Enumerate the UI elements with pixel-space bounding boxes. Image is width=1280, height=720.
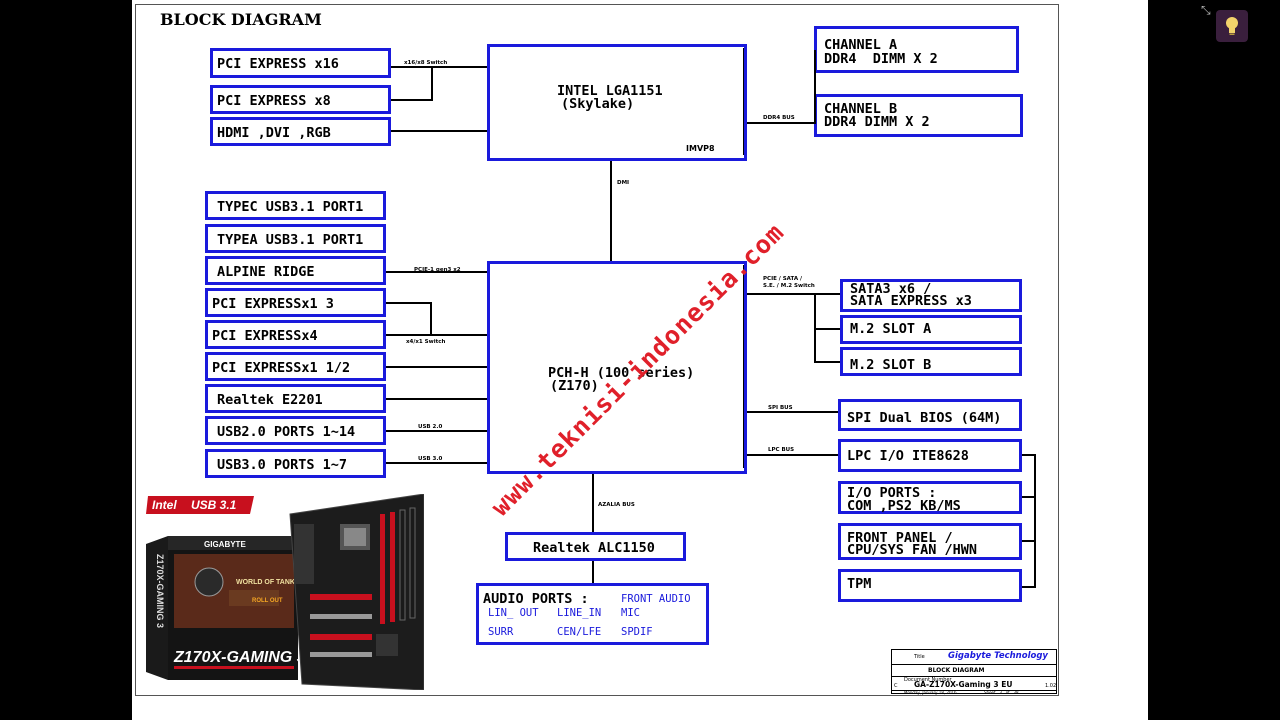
pch-name: PCH-H (100 series) bbox=[548, 365, 695, 381]
sata-box: SATA3 x6 / SATA EXPRESS x3 bbox=[840, 279, 1022, 312]
realtek-lan-box: Realtek E2201 bbox=[205, 384, 386, 413]
product-box-illustration: Intel USB 3.1 GIGABYTE WORLD OF TANKS RO… bbox=[146, 493, 425, 691]
tpm-box: TPM bbox=[838, 569, 1022, 602]
box-model-text: Z170X-GAMING 3 bbox=[173, 649, 306, 666]
lightbulb-icon bbox=[1226, 17, 1238, 35]
model-number: GA-Z170X-Gaming 3 EU bbox=[914, 680, 1013, 689]
cpu-vr-label: IMVP8 bbox=[686, 144, 715, 153]
pch-block: PCH-H (100 series) (Z170) bbox=[487, 261, 747, 474]
box-brand-text: GIGABYTE bbox=[204, 540, 246, 549]
sata-switch-label-1: PCIE / SATA / bbox=[763, 276, 803, 282]
alpine-ridge-box: ALPINE RIDGE bbox=[205, 256, 386, 285]
channel-a-box: CHANNEL A DDR4 DIMM X 2 bbox=[814, 26, 1019, 73]
channel-b-box: CHANNEL B DDR4 DIMM X 2 bbox=[814, 94, 1023, 137]
x16x8-switch-label: x16/x8 Switch bbox=[404, 60, 448, 66]
pcie-x1-3-box: PCI EXPRESSx1 3 bbox=[205, 288, 386, 317]
usb2-ports-box: USB2.0 PORTS 1~14 bbox=[205, 416, 386, 445]
cpu-name: INTEL LGA1151 bbox=[557, 83, 663, 99]
title-key: Title bbox=[914, 654, 925, 660]
typea-usb31-box: TYPEA USB3.1 PORT1 bbox=[205, 224, 386, 253]
product-photo: Intel USB 3.1 GIGABYTE WORLD OF TANKS RO… bbox=[144, 493, 425, 691]
typec-usb31-box: TYPEC USB3.1 PORT1 bbox=[205, 191, 386, 220]
collapse-icon[interactable]: ⤡ bbox=[1201, 3, 1211, 17]
pch-model: (Z170) bbox=[550, 378, 599, 394]
lpc-io-box: LPC I/O ITE8628 bbox=[838, 439, 1022, 472]
audio-ports-box: AUDIO PORTS : FRONT AUDIO LIN_ OUT LINE_… bbox=[476, 583, 709, 645]
usb3-bus-label: USB 3.0 bbox=[418, 456, 443, 462]
intel-usb31-badge: Intel USB 3.1 bbox=[146, 496, 254, 514]
spi-bios-box: SPI Dual BIOS (64M) bbox=[838, 399, 1022, 431]
badge-usb-text: USB 3.1 bbox=[191, 498, 237, 512]
sheet-frame bbox=[135, 4, 1059, 696]
m2-slot-a-box: M.2 SLOT A bbox=[840, 315, 1022, 344]
x4x1-switch-label: x4/x1 Switch bbox=[406, 339, 446, 345]
usb2-bus-label: USB 2.0 bbox=[418, 424, 443, 430]
front-panel-box: FRONT PANEL / CPU/SYS FAN /HWN bbox=[838, 523, 1022, 560]
pcie-x4-box: PCI EXPRESSx4 bbox=[205, 320, 386, 349]
company-name: Gigabyte Technology bbox=[948, 651, 1048, 661]
cpu-codename: (Skylake) bbox=[561, 96, 635, 112]
io-ports-box: I/O PORTS : COM ,PS2 KB/MS bbox=[838, 481, 1022, 514]
m2-slot-b-box: M.2 SLOT B bbox=[840, 347, 1022, 376]
date-value: Monday, January 18, 2016 bbox=[904, 690, 957, 695]
schematic-sheet: BLOCK DIAGRAM INTEL LGA1151 (Skylake) IM… bbox=[132, 0, 1148, 720]
motherboard bbox=[289, 493, 425, 691]
lightbulb-button[interactable] bbox=[1216, 10, 1248, 42]
badge-brand-text: Intel bbox=[152, 498, 177, 512]
ddr4-bus-label: DDR4 BUS bbox=[763, 115, 795, 121]
retail-box: GIGABYTE WORLD OF TANKS ROLL OUT Z170X-G… bbox=[146, 536, 306, 680]
doc-key: Document Number bbox=[904, 677, 952, 683]
rev-value: 1.02 bbox=[1045, 683, 1057, 689]
size-value: C bbox=[894, 683, 898, 689]
spi-bus-label: SPI BUS bbox=[768, 405, 793, 411]
dmi-label: DMI bbox=[617, 180, 630, 186]
pcie1-label: PCIE-1 gen3 x2 bbox=[414, 267, 461, 273]
game-logo-text: WORLD OF TANKS bbox=[236, 579, 300, 586]
box-side-text: Z170X-GAMING 3 bbox=[155, 554, 165, 628]
pcie-x8-box: PCI EXPRESS x8 bbox=[210, 85, 391, 114]
audio-codec-box: Realtek ALC1150 bbox=[505, 532, 686, 561]
sheet-title: BLOCK DIAGRAM bbox=[928, 667, 985, 674]
pcie-x1-12-box: PCI EXPRESSx1 1/2 bbox=[205, 352, 386, 381]
lpc-bus-label: LPC BUS bbox=[768, 447, 795, 453]
video-out-box: HDMI ,DVI ,RGB bbox=[210, 117, 391, 146]
cpu-inner-line bbox=[743, 48, 744, 155]
cpu-block: INTEL LGA1151 (Skylake) IMVP8 bbox=[487, 44, 747, 161]
sheet-count: Sheet 3 of 38 bbox=[984, 690, 1019, 695]
sata-switch-label-2: S.E. / M.2 Switch bbox=[763, 283, 815, 289]
audio-ports-title: AUDIO PORTS : bbox=[483, 591, 589, 607]
usb3-ports-box: USB3.0 PORTS 1~7 bbox=[205, 449, 386, 478]
azalia-bus-label: AZALIA BUS bbox=[598, 502, 635, 508]
game-sub-text: ROLL OUT bbox=[252, 598, 283, 604]
pcie-x16-box: PCI EXPRESS x16 bbox=[210, 48, 391, 78]
title-block: Title Gigabyte Technology BLOCK DIAGRAM … bbox=[891, 649, 1057, 695]
pch-inner-line bbox=[743, 265, 744, 468]
diagram-title: BLOCK DIAGRAM bbox=[160, 10, 322, 29]
